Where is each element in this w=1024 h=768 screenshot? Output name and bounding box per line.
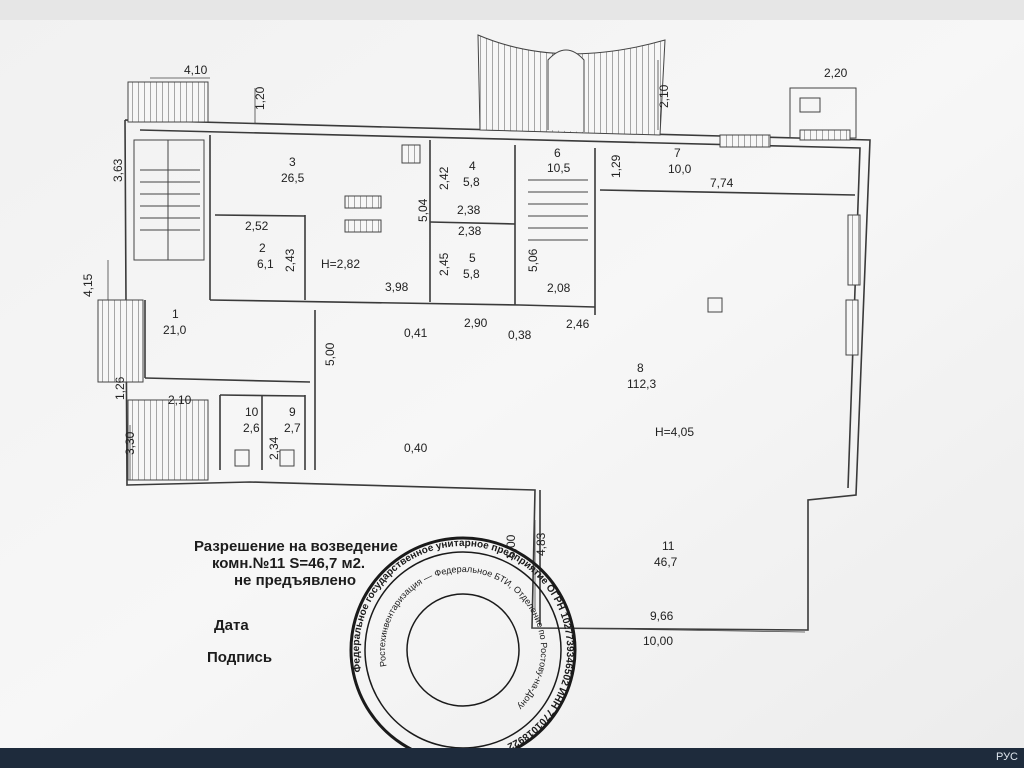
signature-label: Подпись	[207, 649, 273, 666]
dim-label: 2,38	[458, 224, 482, 238]
dim-label: 2,08	[547, 281, 571, 295]
room-4-area: 5,8	[463, 175, 480, 189]
dim-label: 0,38	[508, 328, 532, 342]
room-11-area: 46,7	[654, 555, 678, 569]
room-8-area: 112,3	[627, 377, 656, 391]
dim-label: 5,06	[526, 248, 540, 272]
language-indicator[interactable]: РУС	[995, 751, 1018, 763]
dim-label: 4,83	[534, 532, 548, 556]
dim-label: 9,66	[650, 609, 674, 623]
room-2-number: 2	[259, 241, 266, 255]
permission-note: Разрешение на возведение комн.№11 S=46,7…	[194, 538, 398, 589]
dim-label: 10,00	[643, 634, 673, 648]
room-8-number: 8	[637, 361, 644, 375]
room-labels: 3 26,5 2 6,1 4 5,8 5 5,8 6 10,5 7 10,0 1…	[163, 146, 694, 569]
room-4-number: 4	[469, 159, 476, 173]
dim-label: 2,10	[657, 84, 671, 108]
dim-label: 2,20	[824, 66, 848, 80]
dim-label: 0,40	[404, 441, 428, 455]
room-11-number: 11	[662, 539, 675, 553]
room-5-area: 5,8	[463, 267, 480, 281]
dim-label: 2,52	[245, 219, 269, 233]
room-1-number: 1	[172, 307, 179, 321]
dim-label: 2,90	[464, 316, 488, 330]
dim-label: 2,34	[267, 436, 281, 460]
dim-label: 3,63	[111, 158, 125, 182]
dim-label: 2,10	[168, 393, 192, 407]
room-2-area: 6,1	[257, 257, 274, 271]
room-1-area: 21,0	[163, 323, 187, 337]
room-6-area: 10,5	[547, 161, 571, 175]
dim-label: 0,41	[404, 326, 428, 340]
room-10-number: 10	[245, 405, 259, 419]
room-7-number: 7	[674, 146, 681, 160]
dim-label: 5,04	[416, 198, 430, 222]
permission-line-2: комн.№11 S=46,7 м2.	[212, 555, 366, 572]
dim-label: 5,00	[323, 342, 337, 366]
dim-label: 1,29	[609, 154, 623, 178]
dim-label: 1,20	[253, 86, 267, 110]
room-3-area: 26,5	[281, 171, 305, 185]
permission-line-1: Разрешение на возведение	[194, 538, 398, 555]
dim-label: 1,26	[113, 376, 127, 400]
permission-line-3: не предъявлено	[234, 572, 357, 589]
dim-label: 2,38	[457, 203, 481, 217]
room-6-number: 6	[554, 146, 561, 160]
dim-label: 7,74	[710, 176, 734, 190]
dim-label: 4,10	[184, 63, 208, 77]
dim-label: 3,98	[385, 280, 409, 294]
room-3-number: 3	[289, 155, 296, 169]
dim-label: 2,43	[283, 248, 297, 272]
ceiling-height-small: H=2,82	[321, 257, 360, 271]
dim-label: 2,42	[437, 166, 451, 190]
room-10-area: 2,6	[243, 421, 260, 435]
ceiling-height-large: H=4,05	[655, 425, 694, 439]
dimension-labels: 4,10 1,20 2,10 2,20 3,63 4,15 1,26 3,30 …	[81, 63, 848, 648]
taskbar: РУС	[0, 748, 1024, 768]
room-5-number: 5	[469, 251, 476, 265]
date-label: Дата	[214, 617, 249, 634]
room-7-area: 10,0	[668, 162, 692, 176]
dim-label: 4,15	[81, 273, 95, 297]
dim-label: 3,30	[123, 431, 137, 455]
room-9-number: 9	[289, 405, 296, 419]
dim-label: 2,46	[566, 317, 590, 331]
room-9-area: 2,7	[284, 421, 301, 435]
dim-label: 2,45	[437, 252, 451, 276]
